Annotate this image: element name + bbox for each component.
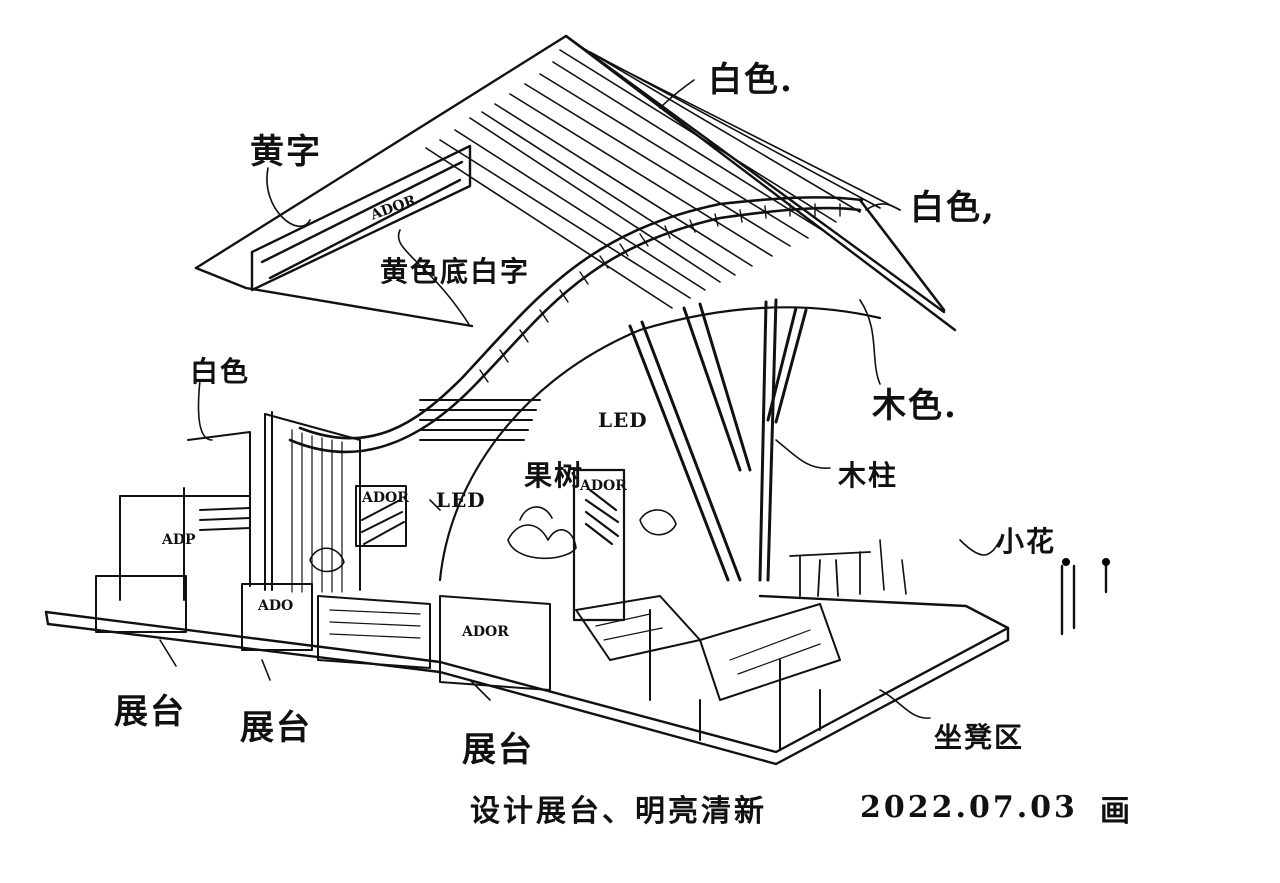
rear-arch [438,306,882,582]
logo-left-1: ADP [162,532,196,548]
label-top-white-2: 白色, [910,188,996,228]
shrubs [309,506,907,595]
label-column: 木柱 [838,459,899,492]
label-booth-1: 展台 [114,692,186,732]
counters [95,575,841,751]
footer-signature: 画 [1100,794,1133,829]
label-seat: 坐凳区 [934,721,1025,754]
label-wall-plant: 小花 [996,525,1057,558]
leader-lines [159,79,1001,719]
label-booth-2: 展台 [240,708,312,748]
curved-beam [288,196,946,454]
led-screen [572,468,626,622]
label-wood: 木色. [872,386,958,426]
logo-counter: ADOR [462,624,509,640]
left-structure [119,399,541,601]
label-led-top: LED [598,408,648,432]
label-fruit-tree: 果树 [524,459,585,492]
label-yellow-bg: 黄色底白字 [380,255,531,288]
label-yellow-word: 黄字 [250,132,322,172]
tree-columns [628,298,808,582]
roof-canopy [194,34,957,332]
label-led-left: LED [436,488,486,512]
label-top-white: 白色. [708,60,794,100]
label-booth-3: 展台 [462,730,534,770]
logo-panel: ADOR [362,490,409,506]
people [1060,558,1110,636]
platform-base [44,594,1010,766]
logo-screen: ADOR [580,478,627,494]
footer-date: 2022.07.03 [860,790,1078,825]
bar-tables [789,551,871,597]
footer-caption: 设计展台、明亮清新 [470,794,767,829]
label-white-panel: 白色 [190,355,251,388]
logo-left-2: ADO [258,598,294,614]
